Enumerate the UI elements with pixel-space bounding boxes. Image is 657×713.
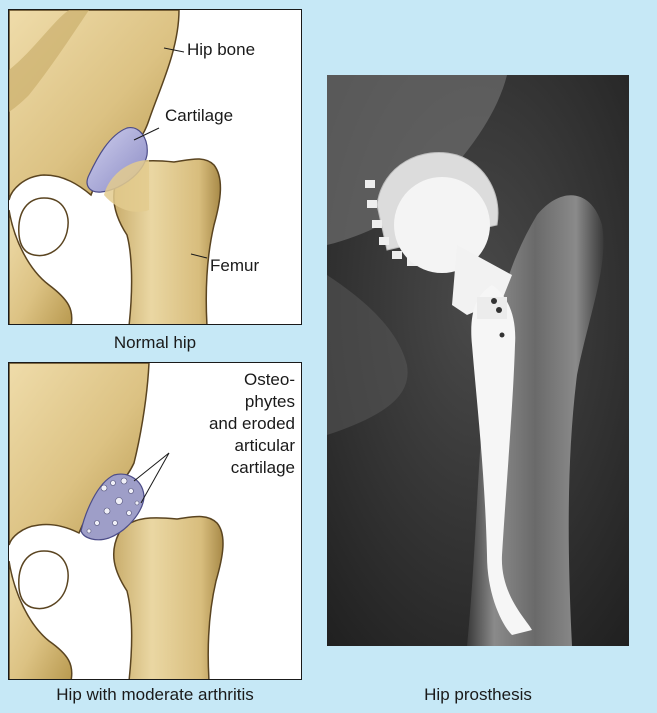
arthritic-hip-caption: Hip with moderate arthritis xyxy=(0,685,310,705)
osteophytes-label-line: cartilage xyxy=(209,457,295,479)
osteophytes-label: Osteo- phytes and eroded articular carti… xyxy=(209,369,295,479)
normal-hip-illustration: Hip bone Cartilage Femur xyxy=(8,9,302,325)
osteophytes-label-line: articular xyxy=(209,435,295,457)
hip-prosthesis-xray xyxy=(327,75,629,646)
osteophytes-label-line: phytes xyxy=(209,391,295,413)
hip-bone-label: Hip bone xyxy=(187,40,255,60)
hip-prosthesis-caption: Hip prosthesis xyxy=(327,685,629,705)
xray-image xyxy=(327,75,629,646)
arthritic-hip-illustration: Osteo- phytes and eroded articular carti… xyxy=(8,362,302,680)
normal-hip-drawing xyxy=(9,10,302,325)
cartilage-label: Cartilage xyxy=(165,106,233,126)
femur-label: Femur xyxy=(210,256,259,276)
osteophytes-label-line: Osteo- xyxy=(209,369,295,391)
normal-hip-caption: Normal hip xyxy=(8,333,302,353)
femur-shape xyxy=(114,517,223,681)
osteophytes-label-line: and eroded xyxy=(209,413,295,435)
